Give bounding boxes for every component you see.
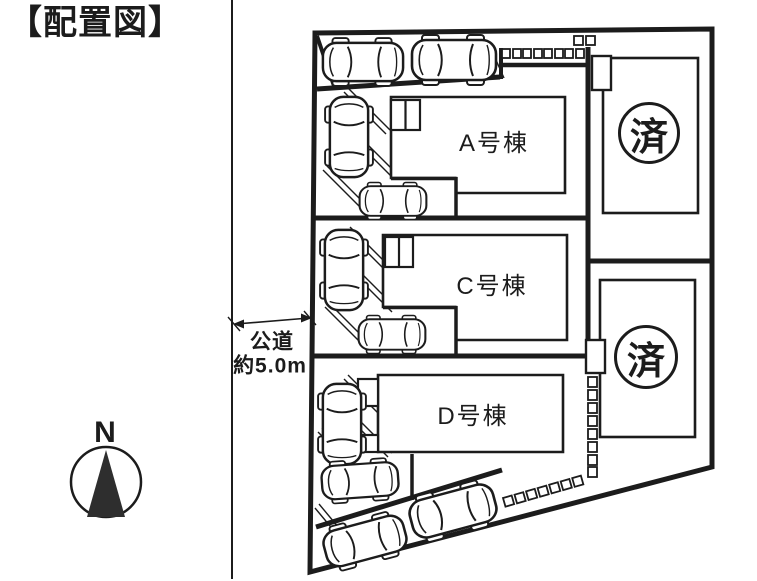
- walkway-dashes-top: [501, 35, 596, 59]
- walkway-dashes: [501, 35, 598, 508]
- entrance-porch-c: [383, 235, 415, 269]
- page-title: 【配置図】: [8, 4, 183, 42]
- walkway-dashes-right: [587, 376, 598, 478]
- north-compass-icon: [69, 445, 143, 519]
- buildings: [356, 95, 569, 500]
- car-icon: [318, 228, 370, 312]
- sold-stamp-lower: 済: [614, 325, 678, 389]
- building-d-label: D号棟: [437, 403, 509, 430]
- car-icon: [410, 33, 498, 87]
- north-arrow-icon: [87, 450, 125, 517]
- road-name-label: 公道: [250, 330, 294, 354]
- lot-dividers: [313, 47, 712, 359]
- building-d: [376, 373, 565, 454]
- car-icon: [357, 314, 427, 355]
- car-icon: [323, 95, 375, 179]
- dimension-arrow: [227, 310, 317, 332]
- utility-box-top: [590, 54, 613, 92]
- car-icon: [358, 181, 428, 221]
- building-c-label: C号棟: [456, 273, 528, 300]
- sold-stamp-upper: 済: [618, 102, 680, 164]
- building-a-label: A号棟: [458, 130, 530, 157]
- entrance-porch-a: [389, 98, 422, 132]
- utility-boxes: [584, 54, 613, 375]
- car-icon: [321, 36, 405, 88]
- car-icon: [316, 382, 368, 466]
- utility-box-lower: [584, 338, 607, 375]
- car-icon: [319, 456, 401, 506]
- north-label: N: [94, 416, 116, 449]
- walkway-dashes-bottom: [501, 474, 585, 508]
- road-width-label: 約5.0m: [233, 354, 307, 378]
